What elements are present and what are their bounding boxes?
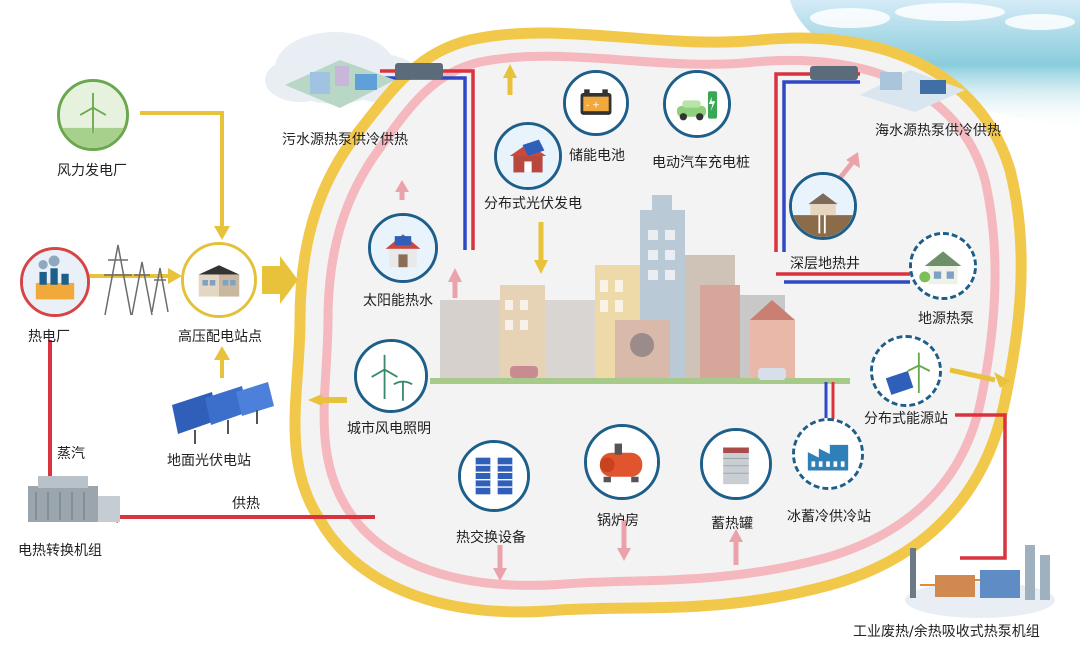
storage-tank-icon [703,431,769,497]
deep-geothermal-node [789,172,857,240]
label-heat-supply: 供热 [232,496,260,512]
label-heat-exchanger: 热交换设备 [456,530,526,546]
ice-storage-cooling-node [792,418,864,490]
label-distributed-pv: 分布式光伏发电 [484,196,582,212]
label-substation: 高压配电站点 [178,329,262,345]
battery-icon: - + [566,73,626,133]
transmission-towers [104,244,169,316]
label-seawater-heat-pump: 海水源热泵供冷供热 [875,123,1001,139]
distributed-energy-node [870,335,942,407]
label-distributed-energy: 分布式能源站 [864,411,948,427]
substation-node [181,242,257,318]
plate-exchanger-icon [461,443,527,509]
ev-charging-node [663,70,731,138]
electric-heat-unit-illustration [28,476,120,522]
label-storage-battery: 储能电池 [569,148,625,164]
inner-heat-ring [319,51,1000,590]
ground-pv-panels [172,382,274,444]
label-boiler-room: 锅炉房 [597,513,639,529]
solar-water-heater-node [368,213,438,283]
svg-text:- +: - + [586,101,600,111]
geothermal-well-icon [792,175,854,237]
solar-wind-station-icon [873,338,939,404]
heat-storage-tank-node [700,428,772,500]
house-heat-pump-icon [912,235,974,297]
storage-battery-node: - + [563,70,629,136]
heat-exchanger-node [458,440,530,512]
city-skyline [440,195,795,380]
distributed-pv-node [494,122,562,190]
boiler-room-node [584,424,660,500]
building-icon [184,245,254,315]
label-electric-heat-unit: 电热转换机组 [18,543,102,559]
label-ice-storage-cooling: 冰蓄冷供冷站 [787,509,871,525]
label-wind-farm: 风力发电厂 [57,163,127,179]
thermal-plant-node [20,247,90,317]
industrial-plant-illustration [905,545,1055,618]
cooling-plant-icon [795,421,861,487]
boiler-icon [587,427,657,497]
sewage-plant-illustration [285,60,443,108]
label-thermal-plant: 热电厂 [28,329,70,345]
label-ground-pv: 地面光伏电站 [167,453,251,469]
label-city-wind-lighting: 城市风电照明 [347,421,431,437]
city-wind-lighting-node [354,339,428,413]
outer-energy-ring [289,27,1027,618]
label-ev-charging: 电动汽车充电桩 [652,155,750,171]
label-deep-geothermal: 深层地热井 [790,256,860,272]
wind-streetlight-icon [357,342,425,410]
wind-turbine-icon [60,82,126,148]
label-ground-source-pump: 地源热泵 [918,311,974,327]
label-heat-storage-tank: 蓄热罐 [711,516,753,532]
ground-source-pump-node [909,232,977,300]
seawater-plant-illustration [810,66,965,112]
label-industrial-waste-heat: 工业废热/余热吸收式热泵机组 [853,624,1040,640]
rooftop-solar-icon [497,125,559,187]
label-sewage-heat-pump: 污水源热泵供冷供热 [282,132,408,148]
solar-house-icon [371,216,435,280]
label-steam: 蒸汽 [57,446,85,462]
ev-charger-icon [666,73,728,135]
factory-icon [23,250,87,314]
label-solar-water-heater: 太阳能热水 [363,293,433,309]
wind-farm-node [57,79,129,151]
